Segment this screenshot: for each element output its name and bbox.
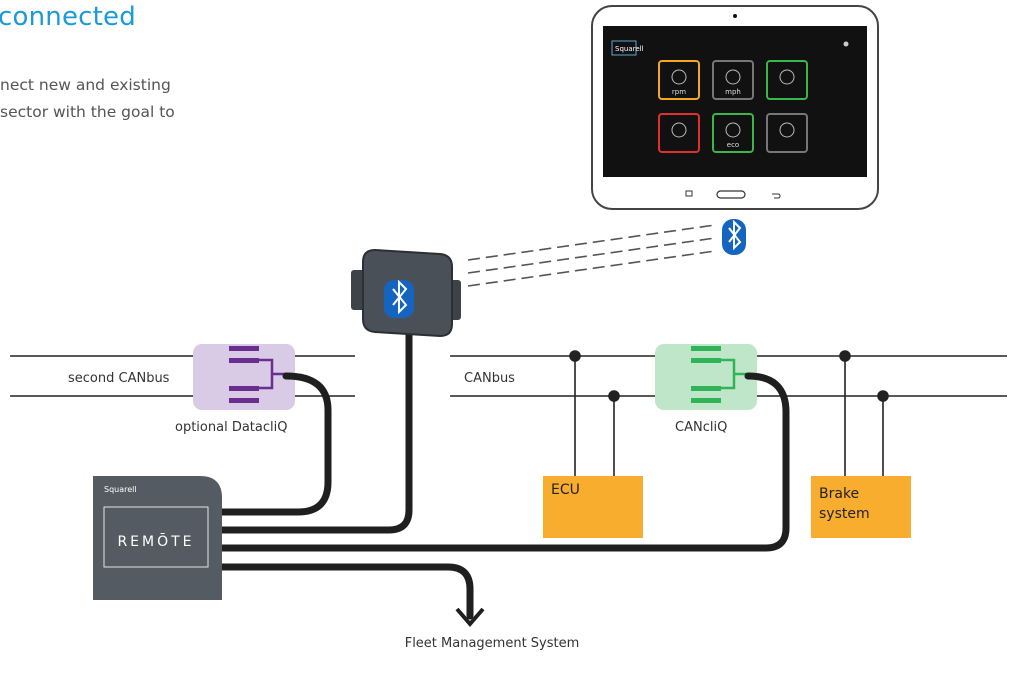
speedometer-icon [725,69,741,85]
brake-label-line-2: system [819,506,870,522]
tablet-tile-label: eco [727,141,739,149]
tablet-tile [658,113,700,153]
remote-logo: Squarell [104,485,137,494]
fleet-management-label: Fleet Management System [404,636,580,651]
bluetooth-dongle [351,248,461,338]
tablet-tile-label: mph [725,88,741,96]
cancliq-connector [655,344,757,410]
gauge-icon [671,69,687,85]
intro-text: nect new and existing sector with the go… [0,72,260,126]
leaf-icon [725,122,741,138]
tablet-camera [733,14,737,18]
settings-icon [843,41,849,47]
fleet-arrow-head [455,607,485,628]
home-button [716,190,746,199]
page-heading: connected [0,2,136,32]
remote-label: REMŌTE [117,533,194,550]
brake-system-box: Brake system [811,476,911,538]
tablet-tile [712,60,754,100]
brake-label-line-1: Brake [819,486,860,502]
recent-apps-icon [685,190,693,197]
remote-unit: Squarell REMŌTE [93,476,222,600]
tablet-logo: Squarell [615,45,644,53]
tablet-tile [712,113,754,153]
datacliq-connector [193,344,295,410]
intro-line-1: nect new and existing [0,76,171,94]
ecu-box: ECU [543,476,643,538]
canbus-label: CANbus [464,371,515,386]
tablet-tile-label: rpm [672,88,686,96]
tablet-tile [766,60,808,100]
strength-icon [779,69,795,85]
back-icon [772,193,781,199]
tablet-tile [658,60,700,100]
second-canbus-lines [10,355,355,397]
bluetooth-icon [722,219,746,255]
intro-line-2: sector with the goal to [0,103,175,121]
cancliq-label: CANcliQ [675,420,728,435]
wireless-link [467,224,716,287]
tablet-tiles: rpm mph eco [658,60,808,153]
ecu-label: ECU [551,482,580,498]
bus-taps [569,350,889,476]
tablet-tile [766,113,808,153]
driver-icon [779,122,795,138]
tablet-device: Squarell rpm mph eco [591,5,879,210]
car-icon [671,122,687,138]
optional-datacliq-label: optional DatacliQ [175,420,288,435]
second-canbus-label: second CANbus [68,371,170,386]
cables [214,328,790,620]
